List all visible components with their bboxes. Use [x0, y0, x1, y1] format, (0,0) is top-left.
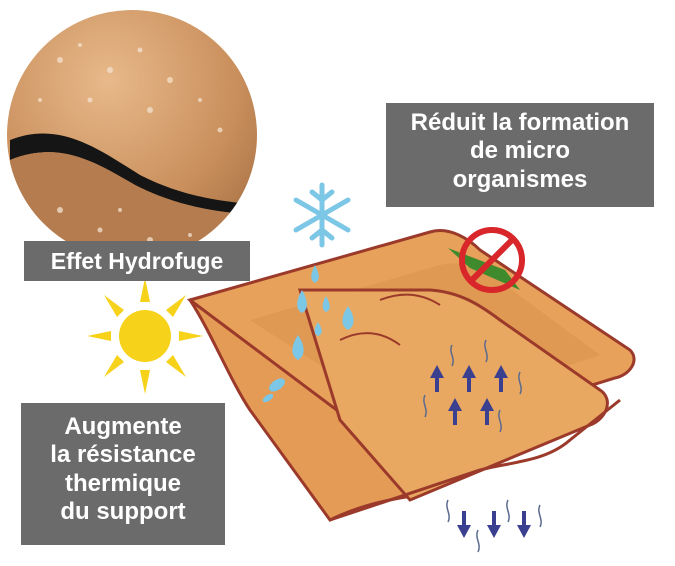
arrow-up-icon	[423, 339, 522, 433]
micro-organismes-line-3: organismes	[452, 165, 588, 193]
thermique-line-4: du support	[60, 497, 186, 525]
wet-tile-photo	[7, 10, 257, 260]
arrow-down-icon	[446, 499, 542, 553]
snowflake-icon	[293, 182, 351, 248]
thermique-label: Augmente la résistance thermique du supp…	[21, 403, 225, 545]
sun-icon	[87, 278, 203, 394]
micro-organismes-label: Réduit la formation de micro organismes	[386, 103, 654, 207]
water-droplet-icon	[262, 265, 354, 403]
hydrofuge-text: Effet Hydrofuge	[50, 248, 224, 274]
thermique-line-1: Augmente	[64, 413, 182, 440]
roof-tiles	[186, 229, 636, 522]
micro-organismes-line-1: Réduit la formation	[410, 109, 630, 136]
micro-organismes-line-2: de micro	[469, 137, 571, 165]
thermique-line-2: la résistance	[50, 441, 196, 469]
thermique-line-3: thermique	[64, 469, 181, 497]
hydrofuge-label: Effet Hydrofuge	[24, 241, 250, 281]
prohibited-icon	[459, 227, 525, 293]
